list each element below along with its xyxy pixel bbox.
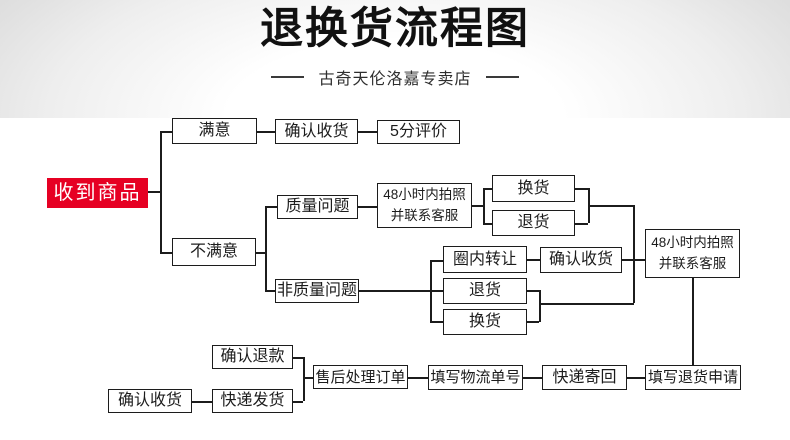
connector [483, 188, 485, 223]
connector [293, 401, 303, 403]
node-unsatisfied: 不满意 [172, 238, 256, 266]
node-fill-return-request: 填写退货申请 [645, 365, 741, 390]
connector [265, 206, 277, 208]
connector [575, 223, 588, 225]
connector [472, 205, 483, 207]
connector [293, 357, 303, 359]
connector [430, 260, 443, 262]
connector [256, 252, 265, 254]
node-exchange-quality: 换货 [492, 175, 575, 202]
node-five-star-review: 5分评价 [377, 120, 460, 144]
right-dash [485, 75, 519, 79]
connector [303, 357, 305, 401]
page-title: 退换货流程图 [260, 5, 530, 53]
node-confirm-receipt-bottom: 确认收货 [108, 389, 192, 413]
connector [148, 191, 160, 193]
connector [160, 252, 172, 254]
node-48h-photo-contact: 48小时内拍照 并联系客服 [377, 183, 472, 228]
node-return-nonquality: 退货 [443, 278, 527, 304]
connector [588, 205, 633, 207]
connector [527, 259, 540, 261]
node-courier-ship: 快递发货 [212, 389, 293, 413]
connector [408, 377, 428, 379]
node-exchange-nonquality: 换货 [443, 309, 527, 335]
connector [160, 131, 162, 252]
node-received-goods: 收到商品 [47, 178, 148, 208]
node-confirm-receipt-mid: 确认收货 [540, 247, 622, 273]
left-dash [271, 75, 305, 79]
connector [430, 260, 432, 321]
connector [483, 188, 492, 190]
connector [358, 206, 377, 208]
connector [303, 377, 313, 379]
node-aftersale-order: 售后处理订单 [313, 365, 408, 389]
node-circle-transfer: 圈内转让 [443, 246, 527, 273]
connector [575, 188, 588, 190]
header-band [0, 0, 790, 118]
node-quality-issue: 质量问题 [277, 195, 358, 219]
connector [192, 401, 212, 403]
connector [539, 290, 541, 322]
connector [358, 131, 377, 133]
node-non-quality-issue: 非质量问题 [275, 279, 359, 303]
connector [265, 206, 267, 290]
connector [633, 205, 635, 303]
connector [539, 303, 634, 305]
store-subtitle: 古奇天伦洛嘉专卖店 [0, 67, 790, 88]
connector [692, 278, 694, 365]
node-return-quality: 退货 [492, 210, 575, 236]
store-name: 古奇天伦洛嘉专卖店 [318, 71, 472, 88]
node-courier-return: 快递寄回 [542, 365, 627, 390]
node-fill-logistics-no: 填写物流单号 [428, 365, 523, 390]
connector [527, 321, 539, 323]
node-confirm-refund: 确认退款 [212, 345, 293, 369]
connector [359, 290, 443, 292]
connector [527, 290, 539, 292]
connector [160, 131, 172, 133]
connector [430, 321, 443, 323]
node-confirm-receipt-top: 确认收货 [275, 119, 358, 144]
connector [265, 290, 275, 292]
node-satisfied: 满意 [172, 118, 257, 144]
connector [257, 131, 275, 133]
node-48h-photo-contact-right: 48小时内拍照 并联系客服 [645, 229, 740, 278]
connector [627, 377, 645, 379]
connector [523, 377, 542, 379]
connector [622, 259, 646, 261]
connector [483, 223, 492, 225]
